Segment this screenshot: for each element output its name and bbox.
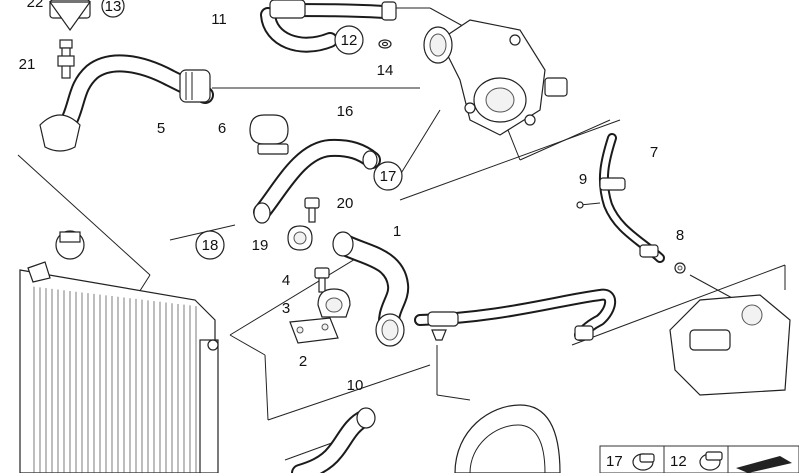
wedge-icon bbox=[736, 456, 792, 473]
callout-14: 14 bbox=[377, 62, 394, 79]
pipe-7 bbox=[598, 133, 665, 263]
warning-triangle-icon bbox=[48, 1, 92, 32]
callout-12: 12 bbox=[341, 32, 358, 49]
callout-8: 8 bbox=[676, 227, 684, 244]
washer-14 bbox=[378, 39, 392, 49]
callout-7: 7 bbox=[650, 144, 658, 161]
thermostat-housing bbox=[423, 19, 568, 136]
callout-21: 21 bbox=[19, 56, 36, 73]
callout-10: 10 bbox=[347, 377, 364, 394]
hose-clamp-icon bbox=[632, 453, 655, 471]
legend-label-17: 17 bbox=[606, 453, 623, 470]
legend-label-12: 12 bbox=[670, 453, 687, 470]
callout-13: 13 bbox=[105, 0, 122, 15]
temperature-sensor-21 bbox=[57, 39, 75, 79]
clamp-3 bbox=[317, 288, 351, 318]
callouts: 22 13 11 21 5 6 12 14 16 17 7 9 20 18 19… bbox=[19, 0, 684, 394]
callout-12-circle bbox=[334, 25, 364, 55]
callout-9: 9 bbox=[579, 171, 587, 188]
callout-18-circle bbox=[195, 230, 225, 260]
callout-22: 22 bbox=[27, 0, 44, 11]
bolt-4 bbox=[314, 267, 330, 293]
callout-18: 18 bbox=[202, 237, 219, 254]
screw-9 bbox=[576, 201, 601, 209]
callout-16: 16 bbox=[337, 103, 354, 120]
callout-17: 17 bbox=[380, 168, 397, 185]
callout-5: 5 bbox=[157, 120, 165, 137]
callout-3: 3 bbox=[282, 300, 290, 317]
callout-4: 4 bbox=[282, 272, 290, 289]
leader-lines bbox=[17, 7, 786, 473]
bolt-20 bbox=[304, 197, 320, 223]
clip-6 bbox=[249, 114, 289, 155]
callout-17-circle bbox=[373, 161, 403, 191]
callout-20: 20 bbox=[337, 195, 354, 212]
callout-2: 2 bbox=[299, 353, 307, 370]
radiator bbox=[19, 230, 219, 473]
callout-13-circle bbox=[101, 0, 125, 18]
hose-10 bbox=[291, 407, 376, 473]
coolant-tank bbox=[669, 294, 791, 396]
bracket-19 bbox=[287, 225, 313, 251]
hose-16 bbox=[253, 138, 381, 224]
callout-11: 11 bbox=[211, 11, 227, 28]
hose-11-12 bbox=[260, 0, 397, 53]
callout-19: 19 bbox=[252, 237, 269, 254]
callout-1: 1 bbox=[393, 223, 401, 240]
bracket-2 bbox=[289, 317, 339, 344]
legend: 17 12 bbox=[599, 445, 799, 473]
hose-1 bbox=[332, 231, 617, 347]
callout-6: 6 bbox=[218, 120, 226, 137]
seal-8 bbox=[674, 262, 686, 274]
spring-clamp-icon bbox=[699, 451, 723, 471]
hose-5 bbox=[39, 54, 214, 152]
fan-housing bbox=[454, 404, 561, 473]
